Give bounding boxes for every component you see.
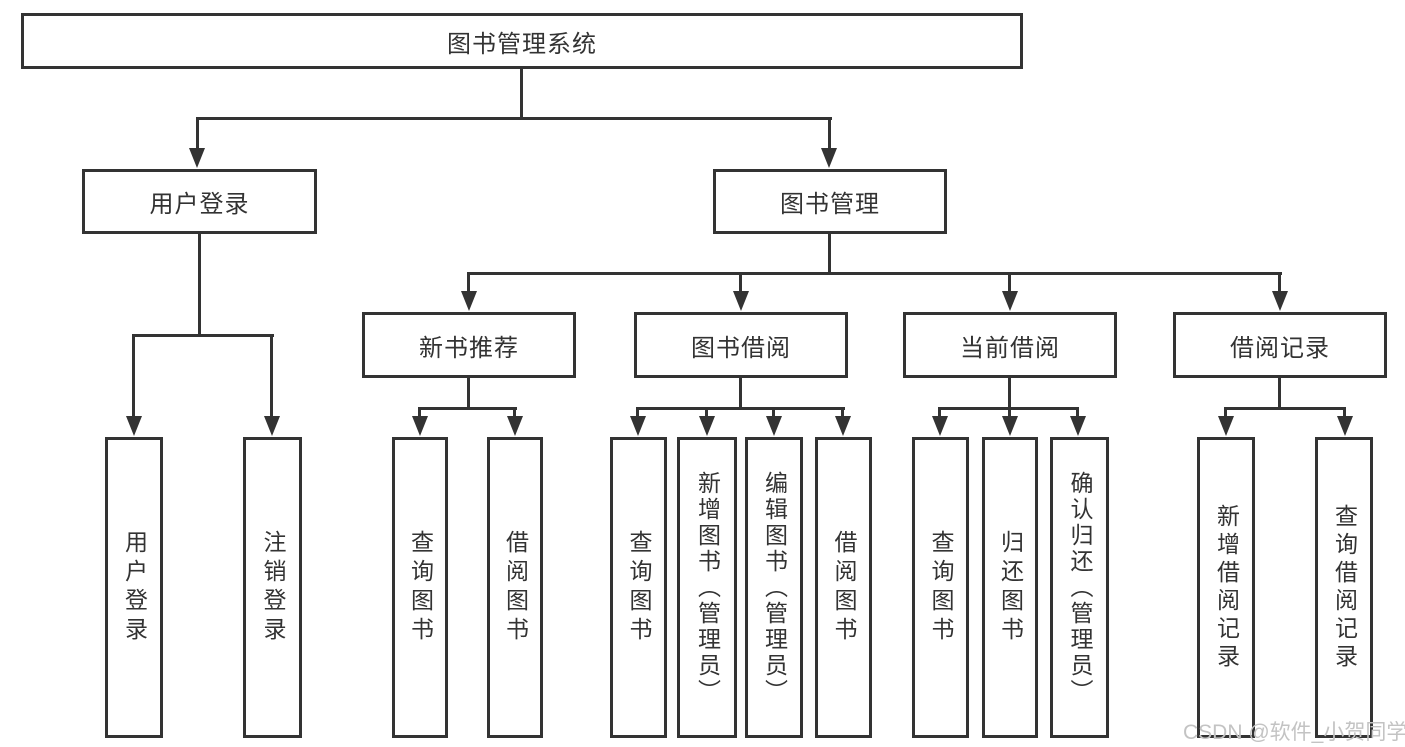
node-label: 查询图书 — [626, 529, 652, 646]
connector-line — [467, 272, 1282, 275]
node-label: 查询图书 — [928, 529, 954, 646]
arrow-down-icon — [461, 291, 477, 311]
node-label: 新书推荐 — [419, 334, 519, 362]
node-new-book-recommend: 新书推荐 — [362, 312, 576, 378]
arrow-down-icon — [1337, 416, 1353, 436]
leaf-query-book-recommend: 查询图书 — [392, 437, 448, 738]
connector-line — [132, 334, 274, 337]
connector-line — [513, 408, 516, 417]
node-label: 图书借阅 — [691, 334, 791, 362]
connector-line — [196, 117, 832, 120]
connector-line — [938, 408, 941, 417]
connector-line — [739, 273, 742, 292]
leaf-query-book-borrow: 查询图书 — [610, 437, 667, 738]
arrow-down-icon — [1218, 416, 1234, 436]
node-label: 查询图书 — [407, 529, 434, 646]
connector-line — [1008, 408, 1011, 417]
connector-line — [418, 407, 517, 410]
connector-line — [270, 335, 273, 417]
connector-line — [1008, 273, 1011, 292]
arrow-down-icon — [630, 416, 646, 436]
leaf-user-login: 用户登录 — [105, 437, 163, 738]
arrow-down-icon — [699, 416, 715, 436]
node-label: 用户登录 — [149, 191, 250, 218]
connector-line — [520, 68, 523, 118]
connector-line — [1343, 408, 1346, 417]
node-label: 确认归还（管理员） — [1067, 470, 1093, 705]
leaf-add-book-admin: 新增图书（管理员） — [677, 437, 737, 738]
node-label: 图书管理系统 — [447, 30, 597, 58]
node-book-borrowing: 图书借阅 — [634, 312, 848, 378]
connector-line — [828, 234, 831, 275]
node-label: 查询借阅记录 — [1331, 503, 1358, 672]
connector-line — [1224, 407, 1346, 410]
leaf-logout: 注销登录 — [243, 437, 302, 738]
arrow-down-icon — [507, 416, 523, 436]
leaf-borrow-book-borrow: 借阅图书 — [815, 437, 872, 738]
arrow-down-icon — [126, 416, 142, 436]
node-current-borrowing: 当前借阅 — [903, 312, 1117, 378]
arrow-down-icon — [1070, 416, 1086, 436]
arrow-down-icon — [821, 148, 837, 168]
connector-line — [739, 378, 742, 409]
node-label: 借阅记录 — [1230, 334, 1330, 362]
connector-line — [467, 273, 470, 292]
arrow-down-icon — [1002, 291, 1018, 311]
connector-line — [196, 118, 199, 150]
arrow-down-icon — [412, 416, 428, 436]
connector-line — [636, 408, 639, 417]
connector-line — [1008, 378, 1011, 409]
node-label: 注销登录 — [260, 529, 286, 646]
node-label: 归还图书 — [997, 529, 1024, 646]
node-book-management: 图书管理 — [713, 169, 947, 234]
connector-line — [772, 408, 775, 417]
leaf-query-book-current: 查询图书 — [912, 437, 969, 738]
arrow-down-icon — [766, 416, 782, 436]
connector-line — [418, 408, 421, 417]
node-label: 借阅图书 — [502, 529, 529, 646]
node-label: 新增借阅记录 — [1213, 503, 1240, 672]
connector-line — [467, 378, 470, 409]
node-label: 图书管理 — [780, 191, 880, 218]
connector-line — [705, 408, 708, 417]
arrow-down-icon — [1272, 291, 1288, 311]
arrow-down-icon — [932, 416, 948, 436]
node-label: 用户登录 — [121, 529, 148, 646]
arrow-down-icon — [264, 416, 280, 436]
node-user-login: 用户登录 — [82, 169, 317, 234]
leaf-borrow-book-recommend: 借阅图书 — [487, 437, 543, 738]
connector-line — [198, 234, 201, 337]
arrow-down-icon — [189, 148, 205, 168]
node-label: 编辑图书（管理员） — [761, 470, 788, 705]
arrow-down-icon — [1002, 416, 1018, 436]
node-library-management-system: 图书管理系统 — [21, 13, 1023, 69]
leaf-return-book: 归还图书 — [982, 437, 1038, 738]
arrow-down-icon — [835, 416, 851, 436]
node-label: 借阅图书 — [831, 529, 857, 646]
csdn-watermark: CSDN @软件_小贺同学 — [1183, 721, 1405, 744]
connector-line — [1076, 408, 1079, 417]
connector-line — [828, 118, 831, 150]
connector-line — [1224, 408, 1227, 417]
leaf-query-borrow-record: 查询借阅记录 — [1315, 437, 1373, 738]
leaf-add-borrow-record: 新增借阅记录 — [1197, 437, 1255, 738]
node-borrowing-records: 借阅记录 — [1173, 312, 1387, 378]
node-label: 当前借阅 — [960, 334, 1060, 362]
connector-line — [1278, 273, 1281, 292]
arrow-down-icon — [733, 291, 749, 311]
connector-line — [636, 407, 845, 410]
connector-line — [132, 335, 135, 417]
leaf-edit-book-admin: 编辑图书（管理员） — [745, 437, 803, 738]
connector-line — [841, 408, 844, 417]
leaf-confirm-return-admin: 确认归还（管理员） — [1050, 437, 1109, 738]
node-label: 新增图书（管理员） — [694, 470, 721, 705]
connector-line — [1278, 378, 1281, 409]
